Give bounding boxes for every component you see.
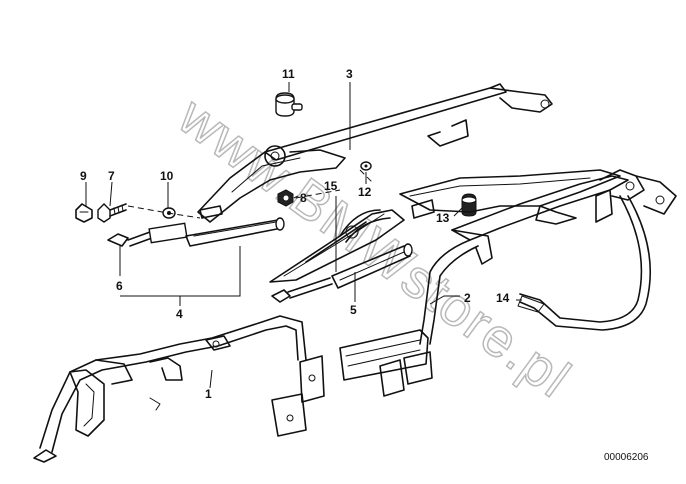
part-13-rubber-mount [461, 193, 477, 217]
callout-3: 3 [346, 67, 353, 81]
watermark: www.BMWstore.pl [167, 86, 582, 410]
part-11-rubber-buffer [275, 92, 303, 117]
part-9-clip [75, 203, 93, 223]
part-12-washer [360, 161, 372, 171]
callout-1: 1 [205, 387, 212, 401]
callout-10: 10 [160, 169, 174, 183]
part-4-gas-strut [107, 217, 285, 247]
part-8-nut [277, 189, 294, 207]
callout-7: 7 [108, 169, 115, 183]
callout-15: 15 [324, 179, 338, 193]
callout-9: 9 [80, 169, 87, 183]
part-7-bolt [97, 203, 127, 223]
callout-14: 14 [496, 291, 510, 305]
callout-11: 11 [282, 67, 295, 81]
part-5-gas-strut [271, 243, 413, 303]
callout-5: 5 [350, 303, 357, 317]
callout-2: 2 [464, 291, 471, 305]
callout-13: 13 [436, 211, 450, 225]
diagram-id: 00006206 [604, 452, 649, 463]
callout-8: 8 [300, 191, 307, 205]
callout-6: 6 [116, 279, 123, 293]
part-2-right-frame [339, 169, 677, 397]
callout-12: 12 [358, 185, 372, 199]
callout-4: 4 [176, 307, 183, 321]
part-14-strap [517, 195, 652, 331]
part-1-lower-frame [33, 315, 325, 463]
part-3-upper-bar [197, 83, 553, 223]
